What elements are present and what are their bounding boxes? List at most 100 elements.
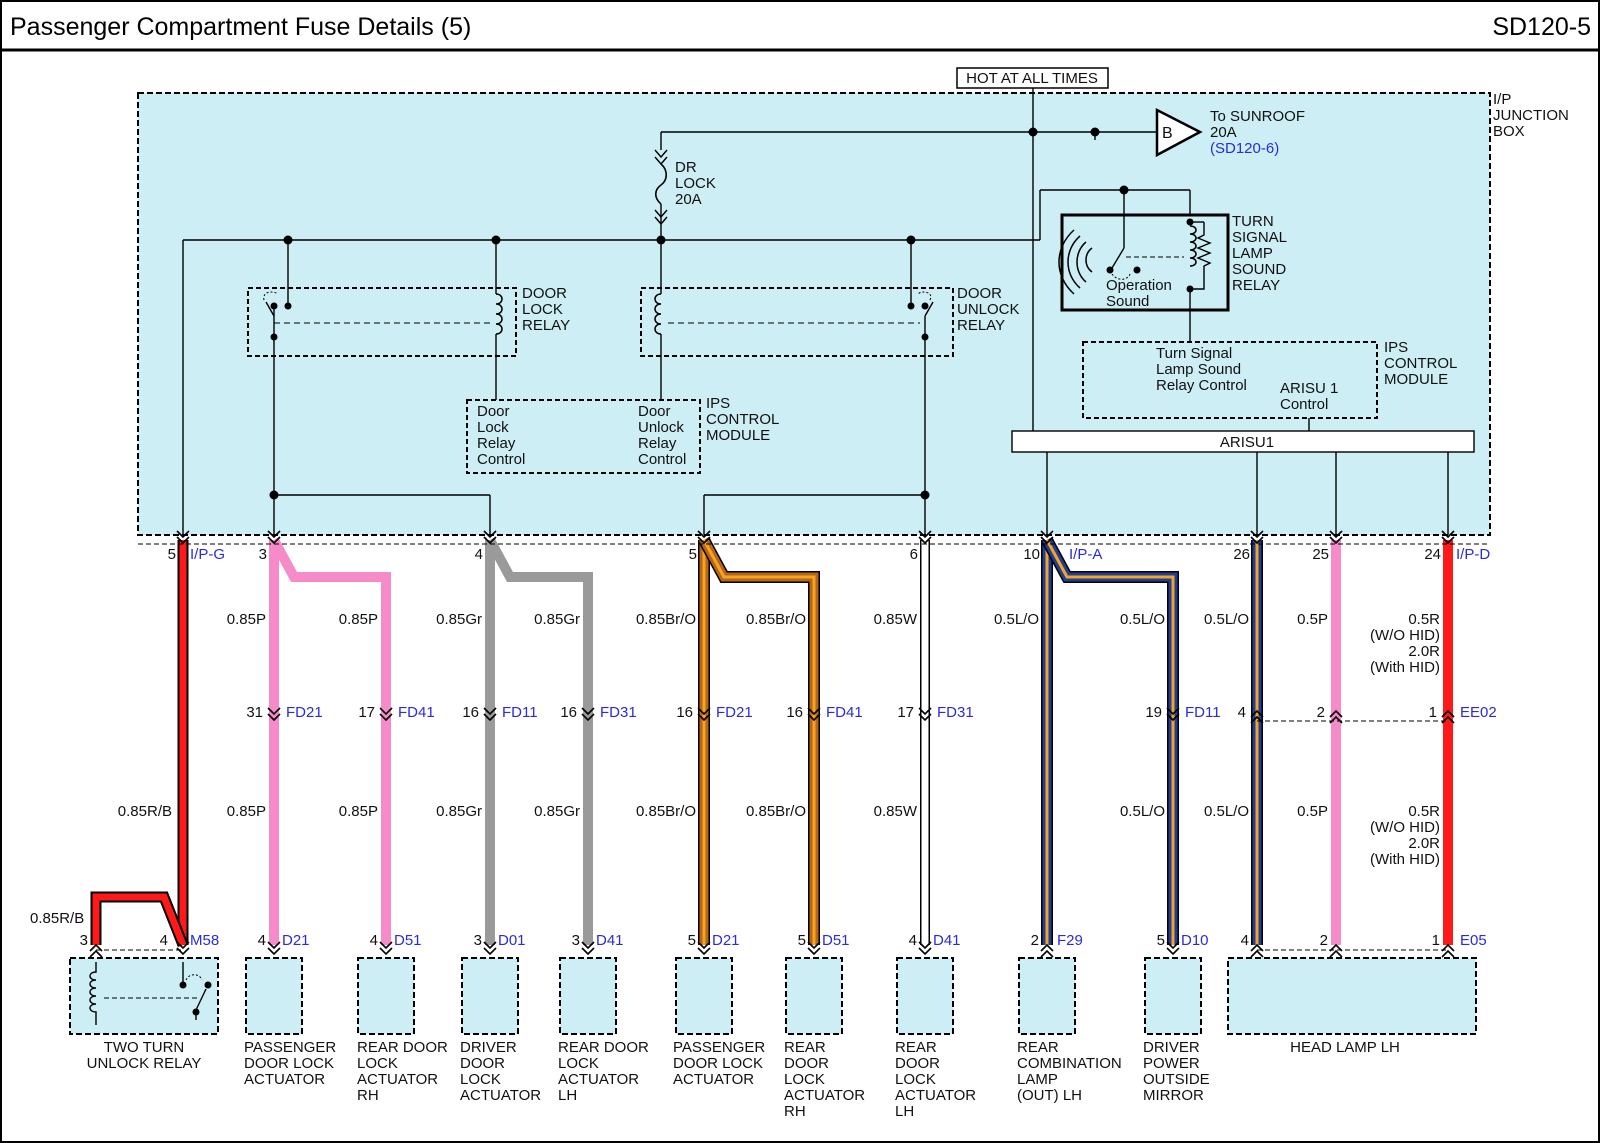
svg-text:10: 10 [1023,546,1040,563]
svg-text:OUTSIDE: OUTSIDE [1143,1071,1210,1088]
rear-combination-lamp-out-lh: REAR COMBINATION LAMP (OUT) LH [1017,957,1122,1104]
svg-text:LH: LH [558,1087,577,1104]
svg-text:UNLOCK: UNLOCK [957,301,1020,318]
svg-text:4: 4 [160,932,168,949]
svg-text:EE02: EE02 [1460,704,1497,721]
turn-signal-lamp-sound-relay: Operation Sound TURN SIGNAL LAMP SOUND R… [1058,185,1287,342]
svg-text:RELAY: RELAY [957,317,1005,334]
passenger-door-lock-actuator: PASSENGER DOOR LOCK ACTUATOR [244,957,336,1088]
svg-text:4: 4 [1238,704,1246,721]
svg-text:REAR: REAR [1017,1039,1059,1056]
svg-text:D41: D41 [596,932,624,949]
svg-text:5: 5 [168,546,176,563]
connector-chevron [918,707,932,722]
svg-text:ACTUATOR: ACTUATOR [895,1087,976,1104]
svg-text:D21: D21 [282,932,310,949]
driver-door-lock-actuator: DRIVER DOOR LOCK ACTUATOR [460,957,541,1104]
svg-text:COMBINATION: COMBINATION [1017,1055,1122,1072]
svg-text:ACTUATOR: ACTUATOR [357,1071,438,1088]
svg-text:D41: D41 [933,932,961,949]
hot-label: HOT AT ALL TIMES [966,70,1098,87]
svg-text:31: 31 [246,704,263,721]
connector-chevron [267,707,281,722]
svg-text:FD31: FD31 [600,704,637,721]
svg-text:2: 2 [1031,932,1039,949]
svg-text:16: 16 [560,704,577,721]
connector-chevron [1250,530,1264,545]
svg-text:0.85W: 0.85W [874,803,918,820]
svg-text:MODULE: MODULE [706,427,770,444]
svg-text:LOCK: LOCK [558,1055,599,1072]
svg-text:D10: D10 [1181,932,1209,949]
svg-text:D51: D51 [394,932,422,949]
svg-text:4: 4 [1241,932,1249,949]
svg-text:FD41: FD41 [826,704,863,721]
svg-text:M58: M58 [190,932,219,949]
svg-text:4: 4 [909,932,917,949]
bottom-pins: 3 4 M58 4 D21 4 D51 3 D01 3 D41 5 D21 5 … [80,932,1487,949]
connector-chevron [1040,943,1054,958]
svg-text:5: 5 [798,932,806,949]
svg-text:3: 3 [474,932,482,949]
svg-text:0.5L/O: 0.5L/O [1120,611,1165,628]
svg-text:TURN: TURN [1232,213,1274,230]
svg-text:Control: Control [1280,396,1328,413]
svg-text:0.85Br/O: 0.85Br/O [746,611,806,628]
svg-text:LOCK: LOCK [357,1055,398,1072]
svg-text:LOCK: LOCK [784,1071,825,1088]
svg-text:19: 19 [1145,704,1162,721]
connector-chevron [697,707,711,722]
svg-text:E05: E05 [1460,932,1487,949]
svg-text:REAR DOOR: REAR DOOR [558,1039,649,1056]
junction-box-label: I/P JUNCTION BOX [1493,91,1569,140]
page-code: SD120-5 [1492,13,1591,41]
svg-text:FD11: FD11 [502,704,538,721]
wire-red-jumper [90,891,189,948]
svg-text:0.5P: 0.5P [1297,803,1328,820]
svg-text:Relay Control: Relay Control [1156,377,1247,394]
svg-text:(W/O HID): (W/O HID) [1370,627,1440,644]
connector-chevrons [89,530,1455,958]
wire-spec-lower: 0.85R/B 0.85P 0.85P 0.85Gr 0.85Gr 0.85Br… [30,803,1440,927]
svg-text:IPS: IPS [706,395,730,412]
svg-text:2: 2 [1317,704,1325,721]
rear-door-lock-actuator-lh: REAR DOOR LOCK ACTUATOR LH [558,957,649,1104]
svg-text:(SD120-6): (SD120-6) [1210,140,1279,157]
svg-text:I/P-G: I/P-G [190,546,225,563]
svg-text:I/P: I/P [1493,91,1511,108]
svg-text:Control: Control [477,451,525,468]
svg-text:0.5R: 0.5R [1408,611,1440,628]
svg-text:IPS: IPS [1384,339,1408,356]
svg-text:Door: Door [477,403,510,420]
svg-text:0.5L/O: 0.5L/O [1204,803,1249,820]
connector-chevron [483,707,497,722]
wire-pink-2 [269,537,391,945]
svg-text:(OUT) LH: (OUT) LH [1017,1087,1082,1104]
arisu-label: ARISU1 [1220,434,1274,451]
door-unlock-relay: DOOR UNLOCK RELAY [640,240,1020,495]
dr-lock-fuse: DR LOCK 20A [654,132,716,240]
mid-pins: 31 FD21 17 FD41 16 FD11 16 FD31 16 FD21 … [246,704,1496,721]
svg-text:0.85Br/O: 0.85Br/O [636,611,696,628]
svg-text:0.5L/O: 0.5L/O [1204,611,1249,628]
svg-text:0.5L/O: 0.5L/O [1120,803,1165,820]
svg-text:(W/O HID): (W/O HID) [1370,819,1440,836]
connector-chevron [483,530,497,545]
svg-text:F29: F29 [1057,932,1083,949]
svg-text:(With HID): (With HID) [1370,851,1440,868]
svg-text:PASSENGER: PASSENGER [673,1039,765,1056]
svg-text:5: 5 [1157,932,1165,949]
connector-chevron [697,941,711,956]
svg-text:Operation: Operation [1106,277,1172,294]
connector-chevron [89,943,103,958]
svg-text:3: 3 [80,932,88,949]
svg-text:17: 17 [897,704,914,721]
connector-chevron [1441,530,1455,545]
connector-chevron [1441,709,1455,724]
svg-text:I/P-D: I/P-D [1456,546,1490,563]
connector-chevron [918,941,932,956]
svg-text:0.85P: 0.85P [227,611,266,628]
svg-text:2.0R: 2.0R [1408,643,1440,660]
svg-text:RH: RH [357,1087,379,1104]
